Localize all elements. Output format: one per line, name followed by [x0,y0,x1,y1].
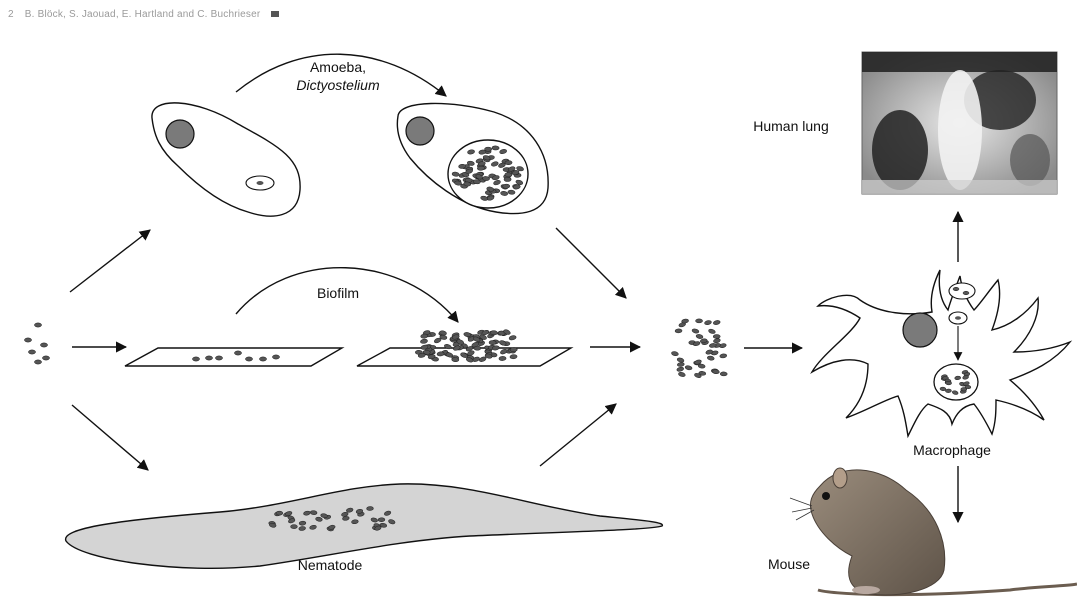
bacterium [420,334,428,339]
bacterium [708,328,716,334]
amoeba-nucleus [166,120,194,148]
bacterium [712,369,719,374]
macrophage-stage: Macrophage [812,270,1070,458]
macrophage-cell [812,270,1070,436]
amoeba-infected-nucleus [406,117,434,145]
nematode-stage: Nematode [66,484,663,573]
bacterium [510,347,517,351]
bacterium [707,356,715,361]
bacterium [234,351,241,355]
bacterium [505,160,512,165]
biofilm-surface-sparse [125,348,342,366]
entering-phagosome [949,283,975,299]
bacterium [205,356,212,360]
bacterium [378,518,385,522]
bacterium [24,338,31,342]
label-mouse: Mouse [768,556,810,572]
bacterium [677,362,684,367]
bacterium [458,164,465,169]
arrow-to-nematode [72,405,148,470]
bacterium [713,338,721,344]
bacterium [502,184,509,189]
bacterium [490,330,497,335]
label-nematode: Nematode [298,557,363,573]
bacterium [713,334,720,338]
bacterium [192,357,199,361]
initial-bacteria [24,323,49,364]
bacterium [420,339,428,344]
label-human-lung: Human lung [753,118,829,134]
bacterium [42,356,49,360]
bacterium [367,506,374,510]
biofilm-bacteria-dense [415,329,517,363]
bacterium [505,172,512,177]
bacterium [963,291,969,295]
bacterium [34,323,41,327]
bacterium [945,381,951,385]
bacterium [509,335,517,341]
amoeba-infection-stage: Amoeba, Dictyostelium [152,54,548,216]
bacterium [463,332,471,338]
bacterium [953,287,959,291]
bacterium [276,511,283,515]
bacterium [720,372,727,376]
bacterium [28,350,35,354]
bacterium [291,525,298,529]
bacterium [215,356,222,360]
bacterium [504,177,511,181]
bacterium [492,146,499,150]
bacterium [482,176,489,181]
bacterium [272,355,279,359]
bacterium [677,357,685,363]
bacterium [685,365,693,370]
bacterium [40,343,47,347]
label-macrophage: Macrophage [913,442,991,458]
bacterium [499,340,507,347]
mouse-illustration: Mouse [768,468,1077,595]
bacterium [713,320,721,326]
arrow-amoeba-to-pool [556,228,626,298]
bacterium [720,353,727,358]
macrophage-nucleus [903,313,937,347]
amoeba-uninfected [152,103,300,216]
biofilm-stage: Biofilm [125,268,571,366]
bacterium [696,319,703,323]
bacterium [259,357,266,361]
bacterium [245,357,252,361]
label-biofilm: Biofilm [317,285,359,301]
bacterium [704,320,712,325]
bacterium [299,521,306,525]
bacterium [945,389,951,393]
label-amoeba: Amoeba, [310,59,366,75]
arrow-to-amoeba [70,230,150,292]
bacterium [452,357,459,362]
bacterium [34,360,41,364]
nematode-body [66,484,663,568]
flow-arrows [70,212,958,522]
bacterium [681,319,689,324]
arrow-nematode-to-pool [540,404,616,466]
bacterium [692,328,700,334]
released-bacteria [671,319,727,379]
bacterium [310,510,317,515]
bacterium [696,334,704,339]
bacterium [499,356,506,361]
bacterium [485,147,492,151]
bacterium [489,340,496,344]
bacterium [477,166,484,171]
bacterium [671,351,679,356]
human-lung-xray: Human lung [753,52,1057,194]
label-dictyostelium: Dictyostelium [296,77,380,93]
bacterium [676,366,684,372]
bacterium [675,329,682,333]
bacterium [678,372,686,378]
